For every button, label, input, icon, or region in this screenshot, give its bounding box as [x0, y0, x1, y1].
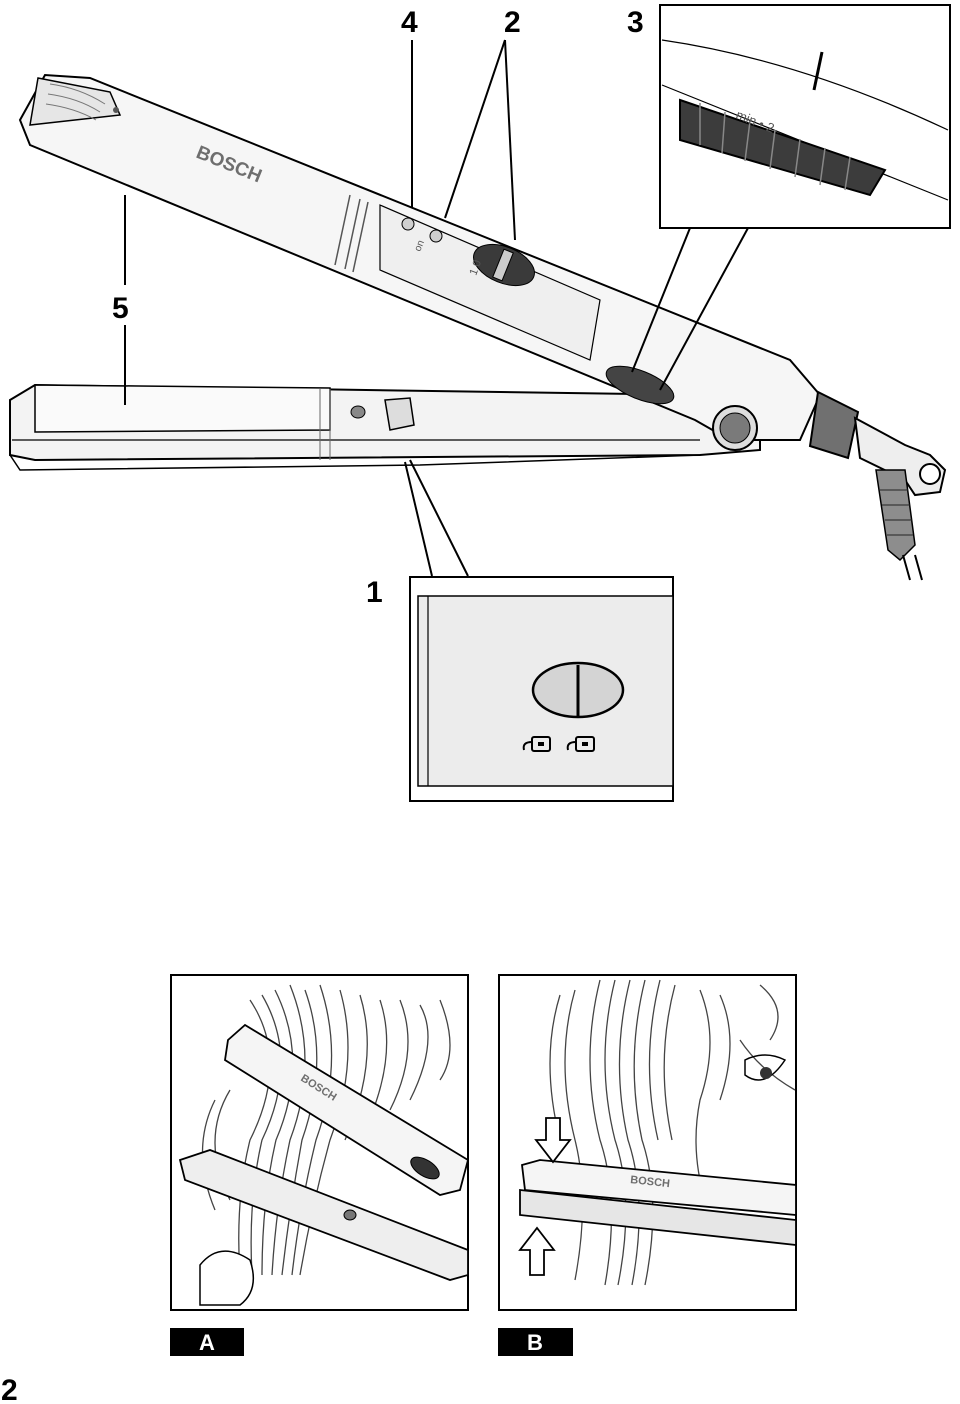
cord-connector [808, 390, 947, 581]
press-up-arrow-icon [518, 1226, 556, 1276]
panel-b: BOSCH [498, 974, 797, 1311]
svg-text:BOSCH: BOSCH [630, 1174, 671, 1190]
callout-lines [124, 39, 749, 577]
temperature-dial[interactable] [601, 359, 678, 412]
label-1: 1 [366, 576, 383, 609]
hair-straightener-illustration: BOSCH on 1 0 [9, 4, 951, 802]
upper-arm: BOSCH on 1 0 [18, 73, 822, 451]
indicator-light-icon-2 [429, 229, 443, 243]
power-switch-knob[interactable] [492, 248, 514, 282]
panel-b-label: B [527, 1330, 543, 1355]
label-2: 2 [504, 6, 521, 39]
indicator-light-icon [401, 217, 415, 231]
panel-a-label: A [199, 1330, 215, 1355]
panel-a-tag: A [170, 1328, 244, 1356]
label-3: 3 [627, 6, 644, 39]
page-number: 2 [1, 1374, 18, 1404]
label-5: 5 [112, 292, 129, 325]
unlocked-icon [522, 736, 551, 752]
label-4: 4 [401, 6, 418, 39]
switch-marks: 1 0 [468, 259, 485, 277]
locked-icon [566, 736, 595, 752]
zoom-temperature-dial: min • 2 [659, 4, 951, 229]
zoom-lock-switch [409, 576, 674, 802]
press-down-arrow-icon [534, 1117, 572, 1164]
panel-b-tag: B [498, 1328, 573, 1356]
lower-arm [9, 383, 761, 471]
indicator-mark: on [413, 239, 427, 253]
panel-a: BOSCH [170, 974, 470, 1311]
